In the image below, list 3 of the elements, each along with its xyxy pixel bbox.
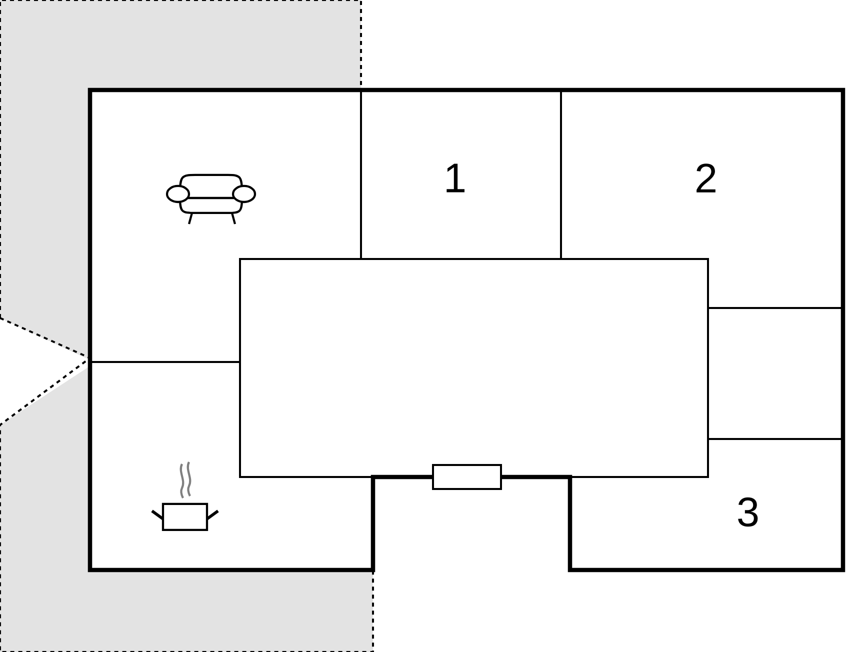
room-number: 3 [738,497,758,527]
room-number: 2 [696,164,716,192]
room-number: 1 [446,164,464,192]
